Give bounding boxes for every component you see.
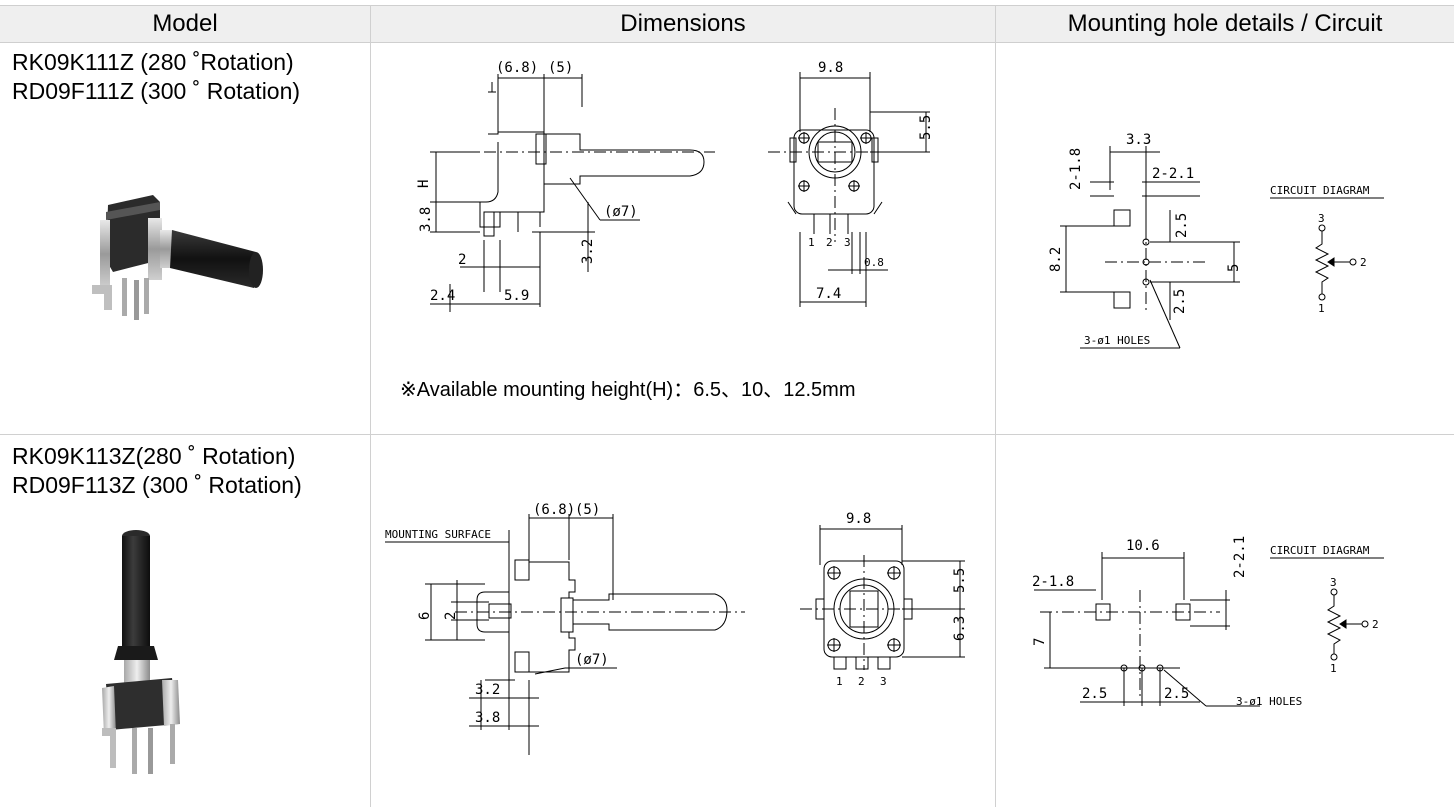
dim-label: 0.8: [864, 256, 884, 269]
dim-label: 5: [1226, 264, 1242, 272]
dim-label: 3.2: [475, 682, 500, 698]
circuit-diagram-1: CIRCUIT DIAGRAM 3 2 1: [1270, 184, 1384, 315]
front-view-drawing-1: 9.8 5.5 1 2 3 0.8 7.4: [768, 60, 934, 307]
dim-label: 3.3: [1126, 132, 1151, 148]
dim-label: 2.5: [1172, 289, 1188, 314]
dim-label: 8.2: [1048, 247, 1064, 272]
circuit-diagram-2: CIRCUIT DIAGRAM 3 2 1: [1270, 544, 1384, 675]
dim-label: 9.8: [846, 511, 871, 527]
dim-label: 2-1.8: [1068, 148, 1084, 190]
dim-label: (5): [548, 60, 573, 76]
product-photo-1: [92, 195, 263, 320]
pin-label: 1: [808, 236, 815, 249]
product-photo-2: [102, 530, 180, 774]
front-view-drawing-2: 9.8 5.5 6.3 1 2 3: [800, 511, 968, 688]
dim-label: 2-1.8: [1032, 574, 1074, 590]
mounting-surface-label: MOUNTING SURFACE: [385, 528, 491, 541]
dim-label: 5.5: [918, 115, 934, 140]
model-name-2a: RK09K113Z(280 ˚ Rotation): [12, 443, 296, 469]
dim-label: 5.5: [952, 568, 968, 593]
pin-label: 2: [858, 675, 865, 688]
svg-text:1: 1: [1318, 302, 1325, 315]
header-mounting: Mounting hole details / Circuit: [996, 5, 1454, 43]
side-view-drawing-1: (6.8) (5) H 3.8 2 2.4 5.9 3.2 (ø7): [416, 60, 715, 312]
svg-text:2: 2: [1372, 618, 1379, 631]
dim-label: 2.4: [430, 288, 455, 304]
pin-label: 2: [826, 236, 833, 249]
holes-label: 3-ø1 HOLES: [1084, 334, 1150, 347]
dim-label: 2.5: [1082, 686, 1107, 702]
dim-label: H: [416, 180, 432, 188]
dim-label: 6.3: [952, 616, 968, 641]
dim-label: 2.5: [1174, 213, 1190, 238]
dim-label: 3.8: [418, 207, 434, 232]
header-dimensions: Dimensions: [371, 5, 995, 43]
dim-label: 10.6: [1126, 538, 1160, 554]
dim-label: 2: [443, 612, 459, 620]
column-divider: [370, 5, 371, 807]
header-model: Model: [0, 5, 370, 43]
pin-label: 3: [844, 236, 851, 249]
svg-text:3: 3: [1330, 576, 1337, 589]
dim-label: 3.8: [475, 710, 500, 726]
dim-label: 2.5: [1164, 686, 1189, 702]
dim-label: (6.8): [496, 60, 538, 76]
dim-label: (6.8): [533, 502, 575, 518]
side-view-drawing-2: MOUNTING SURFACE (6.8) (5) 6 2 (ø7) 3.2 …: [385, 502, 745, 755]
dim-label: 7.4: [816, 286, 841, 302]
row-divider: [0, 434, 1454, 435]
circuit-title: CIRCUIT DIAGRAM: [1270, 184, 1370, 197]
dim-label: 7: [1032, 638, 1048, 646]
dim-label: 5.9: [504, 288, 529, 304]
dim-label: 2: [458, 252, 466, 268]
dim-label: (ø7): [604, 204, 638, 220]
dim-label: 6: [417, 612, 433, 620]
svg-text:3: 3: [1318, 212, 1325, 225]
column-divider: [995, 5, 996, 807]
model-name-2b: RD09F113Z (300 ˚ Rotation): [12, 472, 302, 498]
mounting-height-note: ※Available mounting height(H)：6.5、10、12.…: [400, 379, 856, 401]
pin-label: 1: [836, 675, 843, 688]
dim-label: 2-2.1: [1152, 166, 1194, 182]
svg-text:1: 1: [1330, 662, 1337, 675]
mounting-hole-drawing-2: 10.6 2-1.8 2-2.1 7 2.5 2.5: [1032, 536, 1260, 707]
holes-label: 3-ø1 HOLES: [1236, 695, 1303, 708]
dim-label: (5): [575, 502, 600, 518]
model-name-1a: RK09K111Z (280 ˚Rotation): [12, 49, 294, 75]
dim-label: 3.2: [580, 239, 596, 264]
dim-label: 9.8: [818, 60, 843, 76]
circuit-title: CIRCUIT DIAGRAM: [1270, 544, 1370, 557]
svg-text:2: 2: [1360, 256, 1367, 269]
pin-label: 3: [880, 675, 887, 688]
dim-label: 2-2.1: [1232, 536, 1248, 578]
model-name-1b: RD09F111Z (300 ˚ Rotation): [12, 78, 301, 104]
dim-label: (ø7): [575, 652, 609, 668]
mounting-hole-drawing-1: 3.3 2-1.8 2-2.1 2.5 8.2 5 2.5 3-ø1 HOLES: [1048, 132, 1242, 349]
